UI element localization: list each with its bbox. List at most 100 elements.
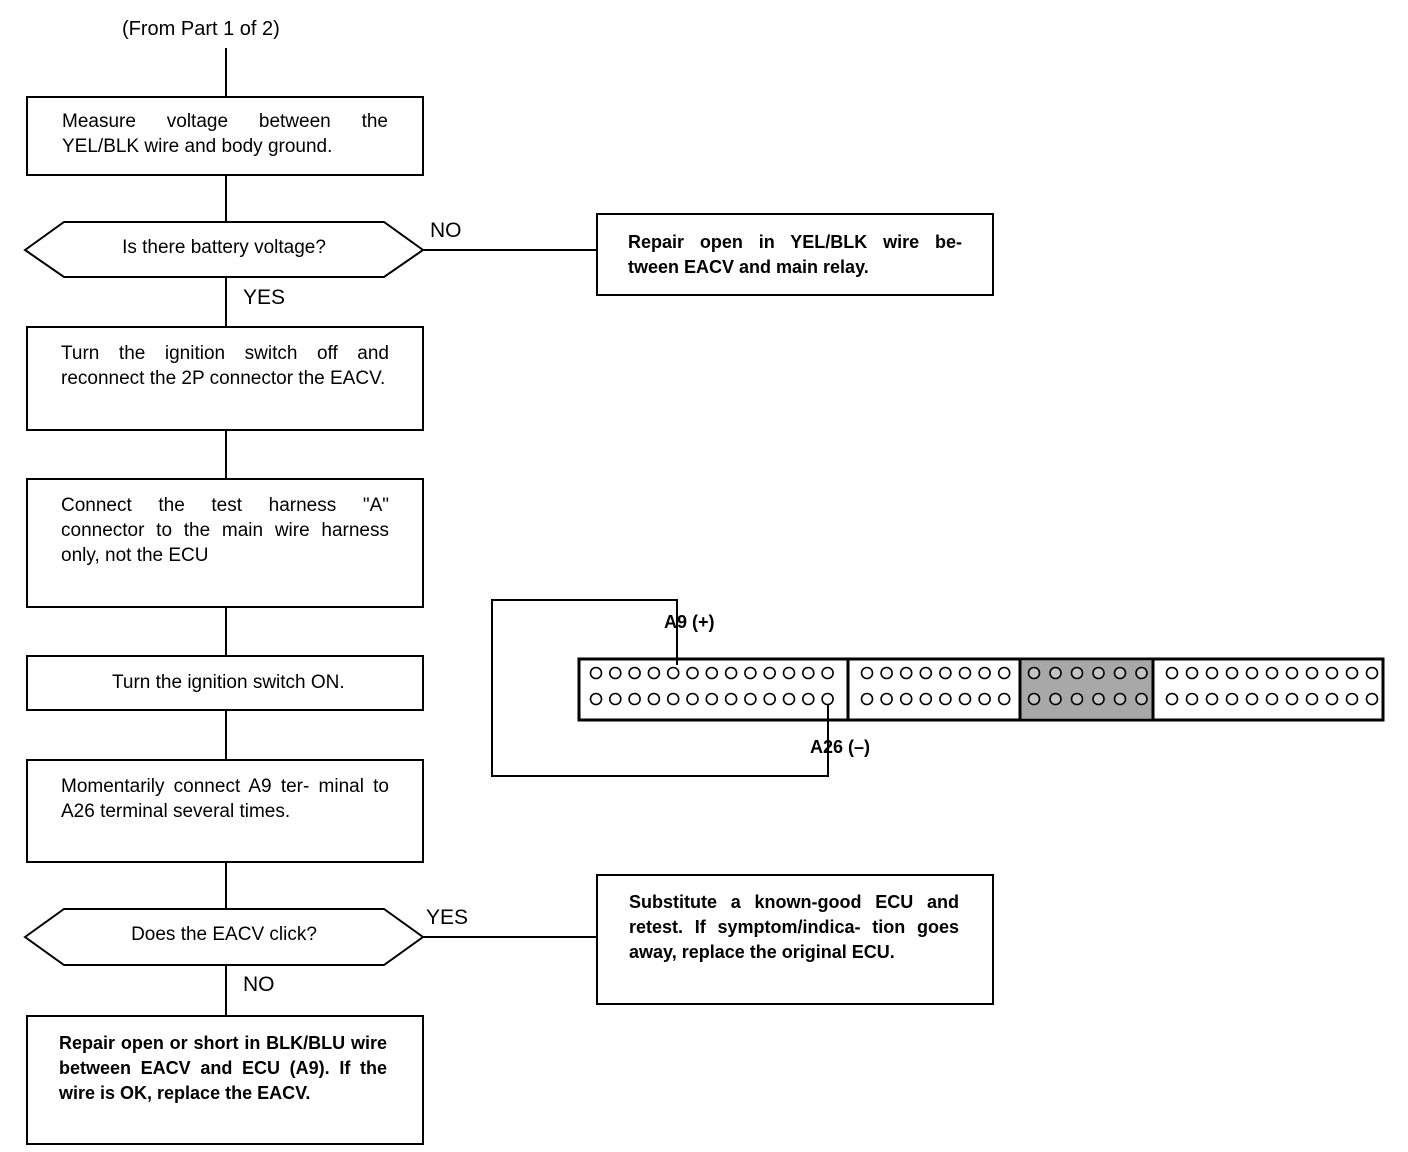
connector-pin — [860, 666, 874, 680]
connector-pin — [1049, 692, 1062, 706]
connector-pin — [1365, 692, 1379, 706]
connector-pin — [1135, 692, 1148, 706]
from-part-label: (From Part 1 of 2) — [122, 18, 280, 40]
step-momentarily-connect: Momentarily connect A9 ter- minal to A26… — [26, 759, 424, 863]
ecu-connector — [577, 657, 1385, 722]
connector-pin — [763, 666, 777, 680]
connector-pin — [589, 692, 603, 706]
connector-pin — [860, 692, 874, 706]
connector-pin — [589, 666, 603, 680]
connector-pin — [744, 666, 757, 680]
connector-pin — [1113, 692, 1127, 706]
connector-pin — [939, 666, 952, 680]
connector-pin — [1305, 666, 1319, 680]
connector-pin — [1265, 692, 1279, 706]
connector-pin — [1205, 666, 1219, 680]
terminal-a9-label: A9 (+) — [664, 612, 715, 632]
connector-pin — [997, 692, 1011, 706]
connector-pin — [724, 666, 738, 680]
jumper-wire — [491, 599, 829, 777]
connector-pin — [666, 692, 680, 706]
decision-click-question: Does the EACV click? — [131, 924, 317, 945]
step-substitute-ecu-text: Substitute a known-good ECU and retest. … — [629, 892, 959, 962]
connector-pin — [1245, 692, 1259, 706]
step-ignition-off: Turn the ignition switch off and reconne… — [26, 326, 424, 431]
connector-pin — [1325, 666, 1339, 680]
connector-pin — [997, 666, 1011, 680]
step-measure-voltage: Measure voltage between the YEL/BLK wire… — [26, 96, 424, 176]
connector-pin — [880, 666, 893, 680]
connector-pin — [821, 666, 834, 680]
connector-pin — [1285, 692, 1299, 706]
connector-pin — [801, 692, 815, 706]
step-ignition-on: Turn the ignition switch ON. — [26, 655, 424, 711]
connector-pin — [647, 666, 661, 680]
connector-pin — [1205, 692, 1219, 706]
connector-pin — [821, 692, 834, 706]
connector-pin — [919, 692, 933, 706]
connector-pin — [1092, 666, 1105, 680]
connector-pin — [1027, 692, 1041, 706]
connector-pin — [647, 692, 661, 706]
connector-pin — [782, 666, 796, 680]
connector-pin — [724, 692, 738, 706]
branch-yes-label-2: YES — [426, 906, 469, 929]
decision-battery-question: Is there battery voltage? — [122, 237, 326, 258]
connector-pin — [628, 666, 641, 680]
connector-pin — [705, 692, 719, 706]
step-ignition-off-text: Turn the ignition switch off and reconne… — [61, 343, 389, 389]
connector-pin — [1245, 666, 1259, 680]
connector-pin — [686, 692, 699, 706]
connector-pin — [1113, 666, 1127, 680]
connector-pin — [782, 692, 796, 706]
decision-battery-shape — [23, 221, 425, 278]
connector-pin — [1265, 666, 1279, 680]
connector-pin — [1165, 666, 1179, 680]
connector-pin — [1325, 692, 1339, 706]
connector-pin — [1225, 666, 1239, 680]
connector-pin — [1165, 692, 1179, 706]
connector-shaded-section — [1020, 661, 1153, 718]
connector-pin — [1070, 666, 1084, 680]
connector-pin — [919, 666, 933, 680]
step-measure-text: Measure voltage between the YEL/BLK wire… — [62, 111, 388, 157]
connector-pin — [1049, 666, 1062, 680]
connector-pin — [1345, 692, 1359, 706]
connector-pin — [666, 666, 680, 680]
step-repair-yelblk-text: Repair open in YEL/BLK wire be- tween EA… — [628, 232, 962, 277]
step-ignition-on-text: Turn the ignition switch ON. — [112, 672, 345, 693]
connector-pin — [1225, 692, 1239, 706]
connector-pin — [608, 692, 622, 706]
connector-pin — [958, 692, 972, 706]
step-repair-yelblk: Repair open in YEL/BLK wire be- tween EA… — [596, 213, 994, 296]
branch-no-label-2: NO — [243, 973, 275, 996]
connector-pin — [1185, 666, 1199, 680]
connector-pin — [939, 692, 952, 706]
connector-pin — [705, 666, 719, 680]
step-repair-blkblu-text: Repair open or short in BLK/BLU wire bet… — [59, 1033, 387, 1103]
step-momentarily-connect-text: Momentarily connect A9 ter- minal to A26… — [61, 776, 389, 822]
connector-pin — [978, 666, 991, 680]
connector-pin — [1092, 692, 1105, 706]
connector-outline — [577, 657, 1385, 722]
connector-pin — [1027, 666, 1041, 680]
connector-pin — [1185, 692, 1199, 706]
connector-pin — [899, 692, 913, 706]
connector-pin — [1345, 666, 1359, 680]
connector-pin — [1305, 692, 1319, 706]
connector-pin — [899, 666, 913, 680]
connector-pin — [1365, 666, 1379, 680]
connector-pin — [978, 692, 991, 706]
step-repair-blkblu: Repair open or short in BLK/BLU wire bet… — [26, 1015, 424, 1145]
connector-pin — [628, 692, 641, 706]
connector-pin — [880, 692, 893, 706]
connector-pin — [686, 666, 699, 680]
step-connect-harness-text: Connect the test harness "A" connector t… — [61, 495, 389, 566]
branch-no-label: NO — [430, 219, 462, 242]
connector-pin — [744, 692, 757, 706]
connector-pin — [801, 666, 815, 680]
terminal-a26-label: A26 (–) — [810, 737, 871, 757]
connector-pin — [1070, 692, 1084, 706]
